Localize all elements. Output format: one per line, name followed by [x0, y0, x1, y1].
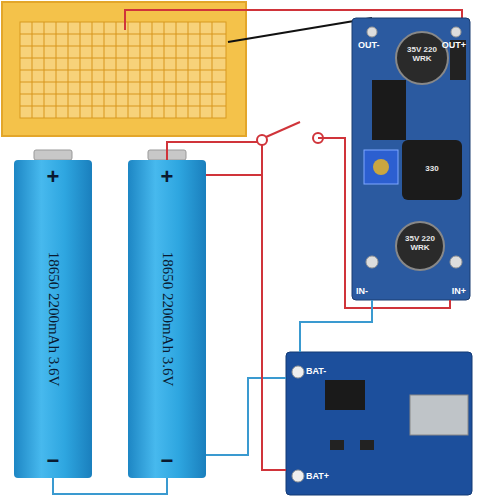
pin-label: IN- [356, 286, 368, 296]
capacitor-marking: 35V 220 WRK [400, 235, 440, 253]
wire [167, 138, 450, 308]
wire [300, 300, 372, 352]
terminal-sign: + [161, 164, 174, 190]
battery-cap [34, 150, 72, 160]
terminal-sign: − [47, 448, 60, 474]
pin-label: IN+ [452, 286, 466, 296]
battery-cell: +18650 2200mAh 3.6V − [128, 160, 206, 478]
battery-marking: 18650 2200mAh 3.6V [159, 252, 176, 387]
battery-marking: 18650 2200mAh 3.6V [45, 252, 62, 387]
pin-label: BAT- [306, 366, 326, 376]
boost-converter: OUT- OUT+ IN- IN+ [352, 18, 470, 300]
wire [206, 175, 286, 470]
pin-label: OUT+ [442, 40, 466, 50]
pin-label: BAT+ [306, 471, 329, 481]
capacitor-marking: 35V 220 WRK [402, 46, 442, 64]
charger-board [286, 352, 472, 495]
output-wire [228, 18, 372, 42]
switch-symbol [257, 122, 323, 175]
inductor-marking: 330 [412, 165, 452, 174]
boost-board [352, 18, 470, 300]
wire [206, 378, 286, 455]
charger-module: BAT- BAT+ [286, 352, 472, 495]
pin-label: OUT- [358, 40, 380, 50]
battery-cell: +18650 2200mAh 3.6V − [14, 160, 92, 478]
wire [53, 478, 167, 494]
terminal-sign: + [47, 164, 60, 190]
terminal-sign: − [161, 448, 174, 474]
